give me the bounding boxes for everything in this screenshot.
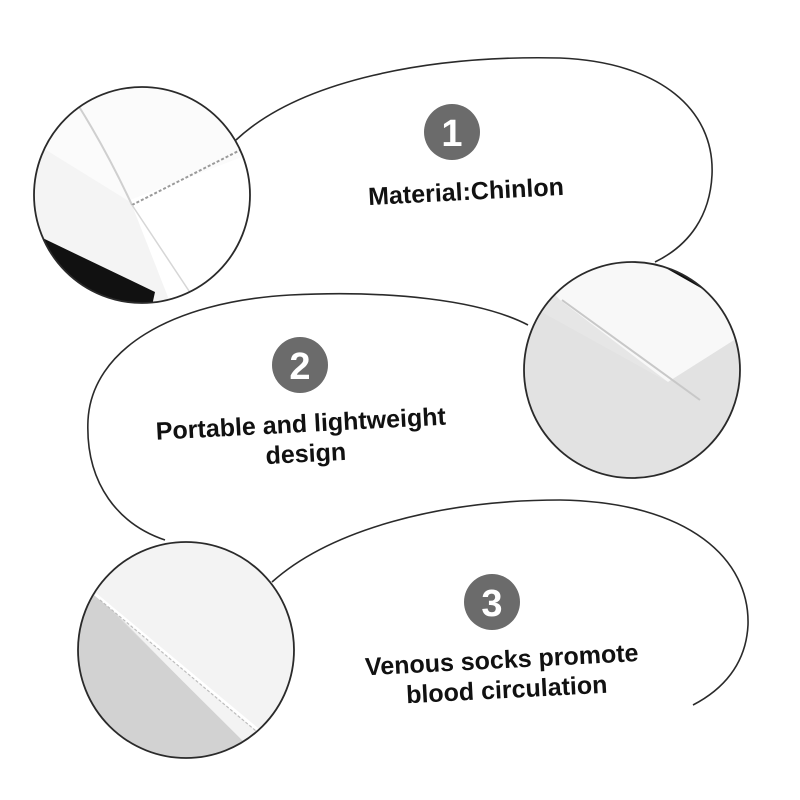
feature-1: 1 Material:Chinlon (367, 104, 565, 211)
feature-3: 3 Venous socks promote blood circulation (364, 574, 647, 712)
swoosh-curve-3 (271, 499, 749, 706)
badge-number-1: 1 (441, 113, 462, 155)
swoosh-curve-1 (235, 56, 713, 263)
feature-1-text: Material:Chinlon (367, 173, 564, 211)
feature-2-line-2: design (265, 438, 347, 470)
fabric-detail-circle-1 (33, 86, 251, 304)
badge-number-2: 2 (289, 346, 310, 388)
number-badge-3 (464, 574, 520, 630)
fabric-detail-circle-3 (77, 541, 295, 759)
swoosh-curve-2 (87, 292, 529, 541)
badge-number-3: 3 (481, 583, 502, 625)
number-badge-1 (424, 104, 480, 160)
number-badge-2 (272, 337, 328, 393)
feature-2-text: Portable and lightweight design (155, 402, 455, 475)
fabric-detail-circle-2 (523, 261, 741, 479)
feature-3-text: Venous socks promote blood circulation (364, 639, 647, 712)
feature-2: 2 Portable and lightweight design (155, 337, 455, 475)
